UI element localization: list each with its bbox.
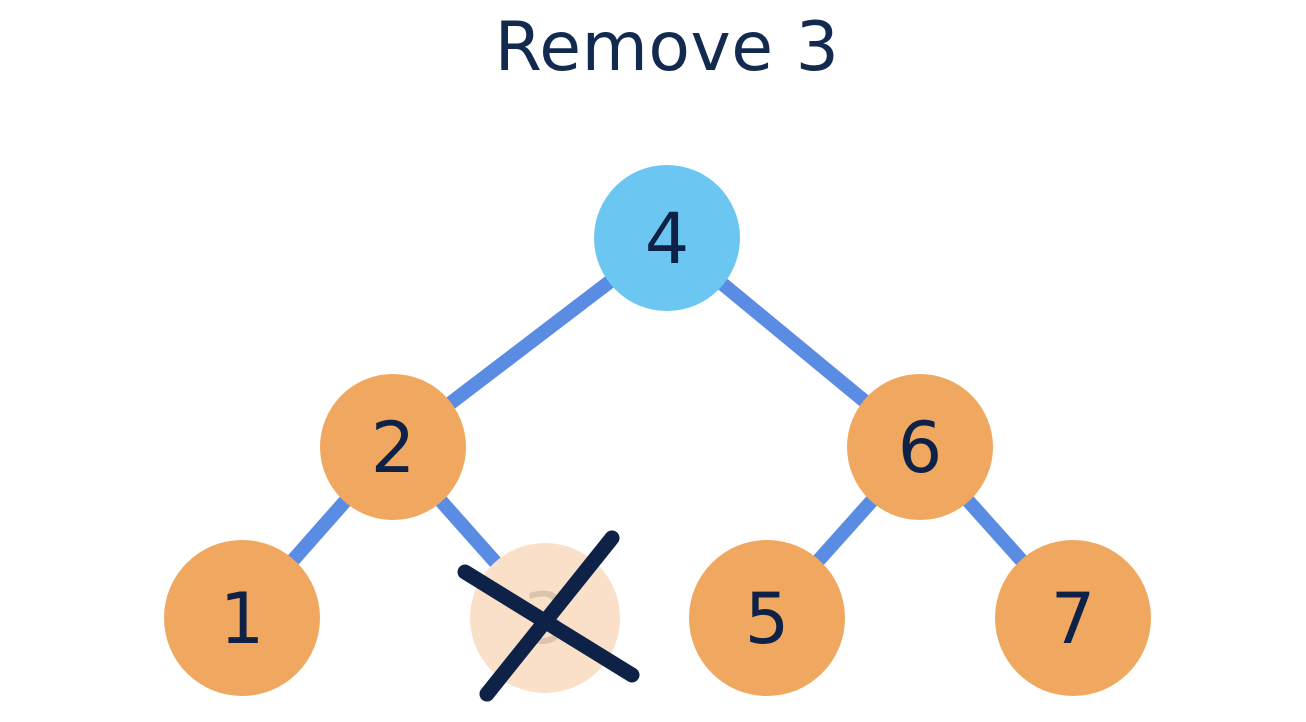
node-circle-4[interactable] xyxy=(594,165,740,311)
node-circle-2[interactable] xyxy=(320,374,466,520)
page-title: Remove 3 xyxy=(495,8,840,87)
node-circle-5[interactable] xyxy=(689,540,845,696)
tree-node-6[interactable]: 6 xyxy=(847,374,993,520)
node-circle-1[interactable] xyxy=(164,540,320,696)
cross-out-icon xyxy=(457,530,640,702)
tree-node-2[interactable]: 2 xyxy=(320,374,466,520)
node-label-2: 2 xyxy=(371,407,416,489)
tree-node-1[interactable]: 1 xyxy=(164,540,320,696)
node-label-6: 6 xyxy=(898,407,943,489)
cross-stroke-b xyxy=(479,530,620,702)
tree-node-5[interactable]: 5 xyxy=(689,540,845,696)
node-label-4: 4 xyxy=(645,198,690,280)
tree-nodes-group: 4 2 6 1 3 5 xyxy=(164,165,1151,696)
tree-node-7[interactable]: 7 xyxy=(995,540,1151,696)
node-circle-6[interactable] xyxy=(847,374,993,520)
node-label-7: 7 xyxy=(1051,578,1096,660)
node-label-5: 5 xyxy=(745,578,790,660)
node-circle-7[interactable] xyxy=(995,540,1151,696)
tree-node-4[interactable]: 4 xyxy=(594,165,740,311)
node-label-1: 1 xyxy=(220,578,265,660)
